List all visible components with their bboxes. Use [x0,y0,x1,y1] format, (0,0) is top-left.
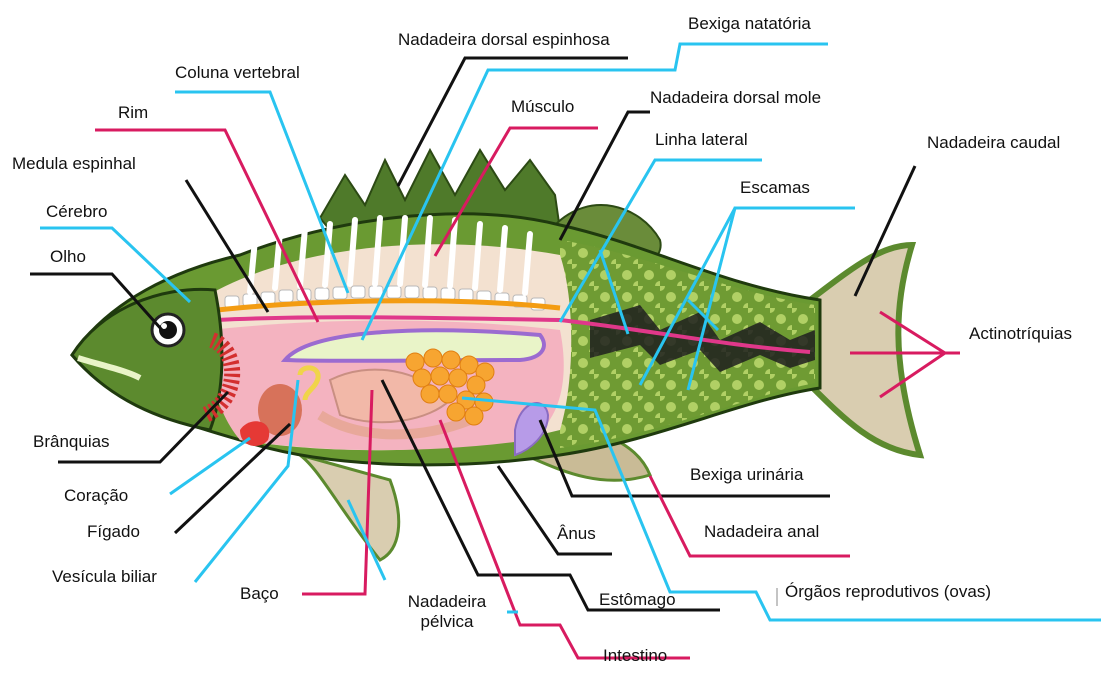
label-heart: Coração [64,486,128,506]
label-swim-bladder: Bexiga natatória [688,14,811,34]
label-vertebral-column: Coluna vertebral [175,63,300,83]
label-caudal-fin: Nadadeira caudal [927,133,1060,153]
label-gallbladder: Vesícula biliar [52,567,157,587]
label-scales: Escamas [740,178,810,198]
label-brain: Cérebro [46,202,107,222]
label-dorsal-soft-fin: Nadadeira dorsal mole [650,88,821,108]
label-intestine: Intestino [603,646,667,666]
label-lateral-line: Linha lateral [655,130,748,150]
label-urinary-bladder: Bexiga urinária [690,465,803,485]
label-kidney: Rim [118,103,148,123]
label-dorsal-spiny-fin: Nadadeira dorsal espinhosa [398,30,610,50]
label-spleen: Baço [240,584,279,604]
label-pelvic-fin-line2: pélvica [395,612,499,632]
pelvic-fin [300,455,399,560]
label-pelvic-fin: Nadadeira pélvica [395,592,499,632]
leader-heart [170,438,250,494]
label-fin-rays: Actinotríquias [969,324,1072,344]
label-spinal-cord: Medula espinhal [12,154,136,174]
label-anus: Ânus [557,524,596,544]
label-pelvic-fin-line1: Nadadeira [395,592,499,612]
label-muscle: Músculo [511,97,574,117]
label-reproductive-organs: Órgãos reprodutivos (ovas) [785,582,991,602]
label-gills: Brânquias [33,432,110,452]
label-anal-fin: Nadadeira anal [704,522,819,542]
label-eye: Olho [50,247,86,267]
head [72,289,222,430]
leader-anal [650,476,850,556]
label-stomach: Estômago [599,590,676,610]
label-liver: Fígado [87,522,140,542]
